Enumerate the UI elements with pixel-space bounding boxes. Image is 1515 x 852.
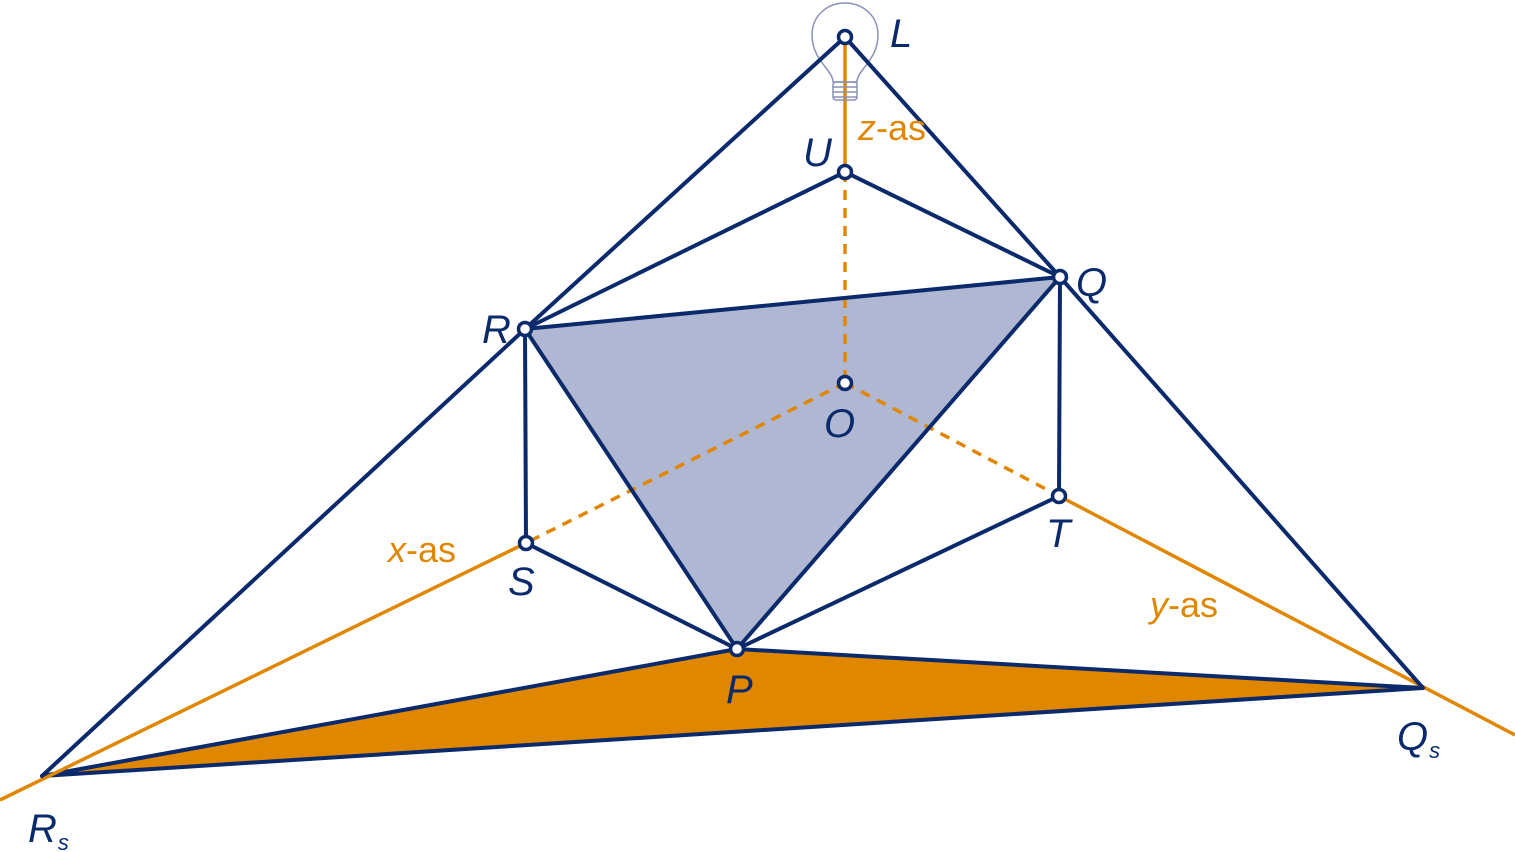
- label-P: P: [726, 668, 753, 712]
- y-axis-hidden: [844, 381, 1060, 498]
- vertices: [516, 28, 1069, 658]
- label-L: L: [890, 12, 912, 56]
- x-axis-label: x-as: [386, 529, 456, 570]
- label-Qs-main: Q: [1397, 715, 1428, 759]
- label-R: R: [482, 308, 511, 352]
- z-axis-label: z-as: [857, 107, 926, 148]
- label-Qs: Qs: [1397, 715, 1440, 763]
- point-R: [516, 320, 534, 338]
- x-axis: [0, 541, 527, 802]
- lightbulb-icon: [811, 2, 879, 101]
- x-var: x: [386, 529, 408, 570]
- point-P: [728, 640, 746, 658]
- point-Q: [1051, 268, 1069, 286]
- x-axis-hidden: [525, 381, 846, 545]
- point-L: [836, 28, 854, 46]
- label-Q: Q: [1076, 261, 1107, 305]
- label-S: S: [508, 560, 535, 604]
- label-T: T: [1046, 512, 1073, 556]
- point-U: [836, 163, 854, 181]
- shadow-triangle: [40, 647, 1425, 778]
- label-Rs: Rs: [28, 807, 69, 852]
- y-suffix: -as: [1168, 584, 1218, 625]
- triangle-pqr: [525, 277, 1060, 649]
- label-Qs-sub: s: [1429, 738, 1440, 763]
- label-O: O: [824, 402, 855, 446]
- z-var: z: [857, 107, 876, 148]
- y-axis: [1058, 494, 1515, 737]
- x-suffix: -as: [406, 529, 456, 570]
- z-suffix: -as: [876, 107, 926, 148]
- label-Rs-main: R: [28, 807, 57, 851]
- y-var: y: [1147, 584, 1170, 625]
- point-O: [836, 374, 854, 392]
- y-axis-label: y-as: [1147, 584, 1218, 625]
- point-S: [517, 534, 535, 552]
- label-U: U: [803, 131, 833, 175]
- point-T: [1050, 487, 1068, 505]
- label-Rs-sub: s: [58, 830, 69, 852]
